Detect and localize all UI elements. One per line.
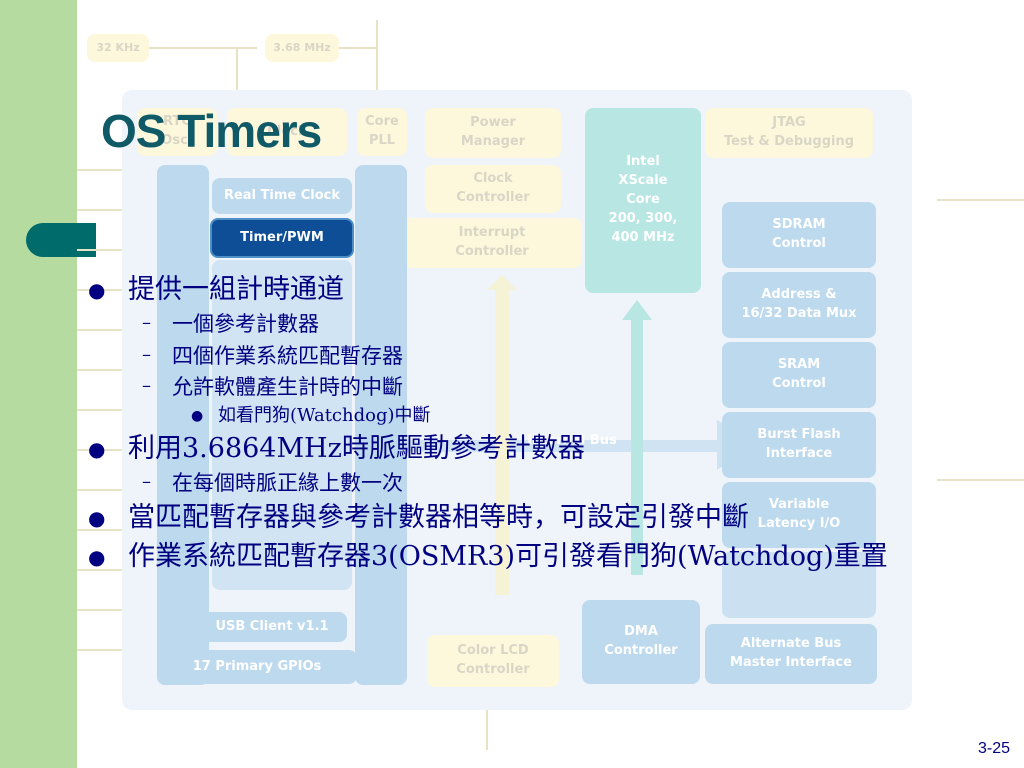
burst-flash-interface-block: Burst Flash Interface [722,412,876,478]
dash-marker: – [142,343,151,365]
intel-xscale-core-block: Intel XScale Core 200, 300, 400 MHz [585,108,701,293]
sram-control-block: SRAM Control [722,342,876,408]
power-manager-block: Power Manager [425,108,561,158]
dash-marker: – [142,374,151,396]
left-accent-bar [0,0,77,768]
bullet-text: 利用3.6864MHz時脈驅動參考計數器 [128,432,585,464]
bullet-text: 一個參考計數器 [172,312,319,337]
clock-block: Clock [227,108,347,156]
alternate-bus-master-block: Alternate Bus Master Interface [705,624,877,684]
bullet-item-level-2: –在每個時脈正緣上數一次 [88,471,968,496]
bullet-item-level-2: –允許軟體產生計時的中斷 [88,375,968,400]
bullet-item-level-1: ● 作業系統匹配暫存器3(OSMR3)可引發看門狗(Watchdog)重置 [88,541,968,573]
bullet-text: 允許軟體產生計時的中斷 [172,374,403,399]
bullet-text: 作業系統匹配暫存器3(OSMR3)可引發看門狗(Watchdog)重置 [128,540,888,572]
bullet-item-level-3: ● 如看門狗(Watchdog)中斷 [88,405,968,427]
bullet-text: 四個作業系統匹配暫存器 [172,343,403,368]
bullet-item-level-2: –四個作業系統匹配暫存器 [88,344,968,369]
dash-marker: – [142,312,151,334]
bullet-text: 提供一組計時通道 [128,274,344,305]
dash-marker: – [142,470,151,492]
peripheral-stack [212,260,352,590]
bullet-item-level-1: ● 利用3.6864MHz時脈驅動參考計數器 [88,433,968,465]
core-pll-block: Core PLL [357,108,407,156]
left-bus-column [157,165,209,685]
jtag-block: JTAG Test & Debugging [705,108,873,158]
slide-title: OS Timers [101,105,322,157]
bullet-text: 如看門狗(Watchdog)中斷 [218,404,431,426]
real-time-clock-block: Real Time Clock [212,178,352,214]
sdram-control-block: SDRAM Control [722,202,876,268]
bullet-marker: ● [88,544,106,569]
bullet-text: 當匹配暫存器與參考計數器相等時，可設定引發中斷 [128,502,749,534]
address-data-mux-block: Address & 16/32 Data Mux [722,272,876,338]
bullet-marker: ● [88,278,106,302]
bullet-list: ●提供一組計時通道–一個參考計數器–四個作業系統匹配暫存器–允許軟體產生計時的中… [88,268,968,573]
bullet-item-level-2: –一個參考計數器 [88,312,968,337]
right-bus-column [355,165,407,685]
dma-controller-block: DMA Controller [582,600,700,684]
oscillator-368mhz: 3.68 MHz [265,34,339,62]
rtc-oscillator-block: RTC Osc. [137,108,217,156]
pcmcia-block [722,552,876,618]
oscillator-32khz: 32 KHz [87,34,149,62]
internal-bus-label: Internal Bus [527,432,617,448]
page-number: 3-25 [977,740,1010,757]
bullet-item-level-1: ● 提供一組計時通道 [88,274,968,306]
left-accent-tab [26,223,96,257]
background-block-diagram: 32 KHz 3.68 MHz RTC Osc. Clock Core PLL … [77,0,1024,768]
bullet-item-level-1: ● 當匹配暫存器與參考計數器相等時，可設定引發中斷 [88,502,968,534]
bullet-marker: ● [88,436,106,461]
primary-gpios-block: 17 Primary GPIOs [157,650,357,684]
usb-client-block: USB Client v1.1 [197,612,347,642]
variable-latency-io-block: Variable Latency I/O [722,482,876,548]
interrupt-controller-block: Interrupt Controller [402,218,582,268]
bullet-marker: ● [88,506,106,531]
clock-controller-block: Clock Controller [425,165,561,213]
color-lcd-controller-block: Color LCD Controller [427,635,559,687]
bullet-text: 在每個時脈正緣上數一次 [172,470,403,495]
timer-pwm-block: Timer/PWM [210,218,354,258]
bullet-marker: ● [191,407,204,424]
